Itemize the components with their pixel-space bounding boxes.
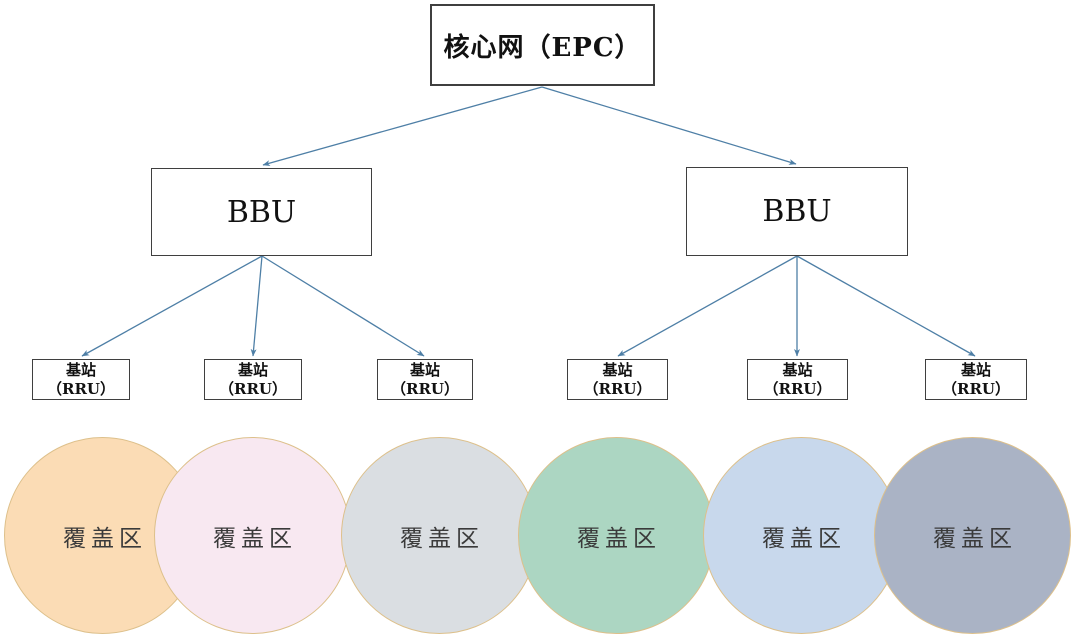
bbu-box-2: BBU bbox=[686, 167, 908, 256]
rru-label-line1: 基站 bbox=[65, 360, 96, 379]
coverage-label: 覆盖区 bbox=[933, 525, 1017, 552]
rru-label-line2: （RRU） bbox=[390, 379, 459, 398]
coverage-label: 覆盖区 bbox=[762, 525, 846, 552]
rru-label-line1: 基站 bbox=[960, 360, 991, 379]
rru-label-line2: （RRU） bbox=[941, 379, 1010, 398]
coverage-circle-3: 覆盖区 bbox=[341, 437, 538, 634]
coverage-circle-2: 覆盖区 bbox=[154, 437, 351, 634]
arrow-epc-to-bbu-2 bbox=[541, 86, 797, 165]
bbu-label: BBU bbox=[762, 194, 832, 229]
coverage-circle-6: 覆盖区 bbox=[874, 437, 1071, 634]
bbu-box-1: BBU bbox=[151, 168, 372, 256]
arrow-bbu1-to-rru-1 bbox=[81, 255, 263, 357]
arrow-bbu1-to-rru-2 bbox=[250, 255, 263, 357]
rru-box-1: 基站 （RRU） bbox=[32, 359, 130, 400]
coverage-circle-5: 覆盖区 bbox=[703, 437, 900, 634]
coverage-label: 覆盖区 bbox=[577, 525, 661, 552]
rru-label-line2: （RRU） bbox=[583, 379, 652, 398]
core-network-label: 核心网（EPC） bbox=[443, 32, 642, 63]
bbu-label: BBU bbox=[226, 194, 297, 230]
coverage-circle-4: 覆盖区 bbox=[518, 437, 715, 634]
rru-box-6: 基站 （RRU） bbox=[925, 359, 1027, 400]
core-network-box: 核心网（EPC） bbox=[430, 4, 655, 86]
arrow-epc-to-bbu-1 bbox=[262, 86, 543, 167]
rru-label-line1: 基站 bbox=[602, 360, 633, 379]
arrow-bbu2-to-rru-6 bbox=[796, 255, 976, 357]
rru-label-line2: （RRU） bbox=[46, 379, 115, 398]
rru-label-line1: 基站 bbox=[782, 360, 813, 379]
rru-box-4: 基站 （RRU） bbox=[567, 359, 668, 400]
rru-box-5: 基站 （RRU） bbox=[747, 359, 848, 400]
rru-label-line1: 基站 bbox=[409, 360, 440, 379]
rru-label-line1: 基站 bbox=[237, 360, 268, 379]
rru-label-line2: （RRU） bbox=[763, 379, 832, 398]
coverage-label: 覆盖区 bbox=[213, 525, 297, 552]
rru-label-line2: （RRU） bbox=[218, 379, 287, 398]
rru-box-2: 基站 （RRU） bbox=[204, 359, 302, 400]
arrow-bbu2-to-rru-4 bbox=[617, 255, 798, 357]
arrow-bbu1-to-rru-3 bbox=[261, 255, 425, 357]
coverage-label: 覆盖区 bbox=[400, 525, 484, 552]
coverage-label: 覆盖区 bbox=[63, 525, 147, 552]
rru-box-3: 基站 （RRU） bbox=[377, 359, 473, 400]
coverage-circle-1: 覆盖区 bbox=[4, 437, 201, 634]
